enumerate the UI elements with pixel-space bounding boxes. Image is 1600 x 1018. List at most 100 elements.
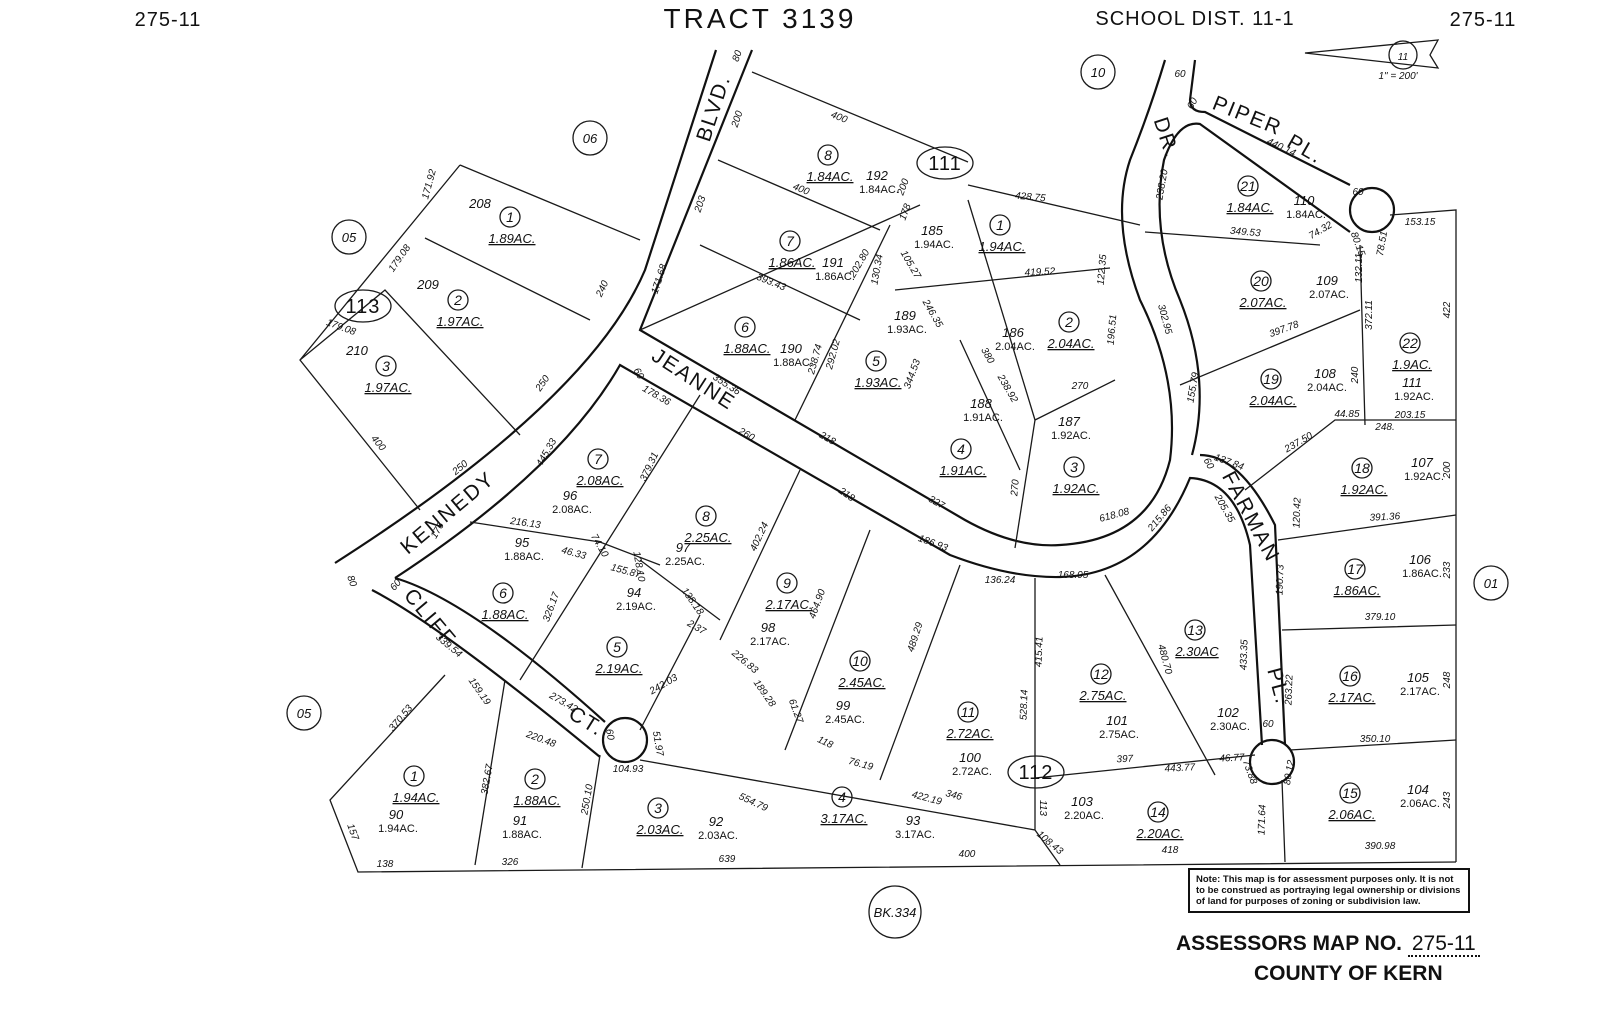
lot-number-circle: [499, 206, 521, 228]
parcel-acreage: 1.84AC.: [859, 184, 899, 196]
parcel-acreage: 2.30AC.: [1210, 721, 1250, 733]
dimension-label: 171.64: [1256, 804, 1268, 835]
dimension-label: 400: [829, 109, 849, 126]
assessors-map-label: ASSESSORS MAP NO.: [1176, 932, 1402, 955]
dimension-label: 237.50: [1282, 430, 1315, 456]
dimension-label: 327: [926, 494, 946, 512]
parcel-acreage: 2.25AC.: [665, 556, 705, 568]
parcel-number: 110: [1294, 193, 1315, 208]
dimension-label: 418: [1162, 845, 1179, 856]
dimension-label: 186.93: [917, 533, 950, 554]
dimension-label: 390.98: [1365, 841, 1396, 852]
dimension-label: 379.31: [638, 451, 661, 483]
dimension-label: 138.18: [679, 586, 706, 618]
lot-number-circle: [695, 505, 717, 527]
parcel-acreage: 2.20AC.: [1064, 810, 1104, 822]
parcel-acreage: 3.17AC.: [895, 829, 935, 841]
lot-number: 14: [1150, 804, 1166, 820]
road-lines: [334, 49, 1396, 786]
block-ellipse: [916, 146, 974, 180]
lot-number: 22: [1401, 335, 1418, 351]
adjacent-map-circle: [1080, 54, 1116, 90]
parcel-acreage: 1.92AC.: [1394, 391, 1434, 403]
lot-acreage: 1.93AC.: [855, 375, 902, 390]
adjacent-map-circle: [1473, 565, 1509, 601]
dimension-label: 372.11: [1364, 300, 1375, 330]
dimension-label: 203: [693, 194, 709, 215]
dimension-label: 80.15: [1348, 231, 1367, 259]
dimension-label: 382.67: [479, 763, 495, 795]
lot-number: 1: [996, 217, 1004, 233]
adjacent-map-circle: [572, 120, 608, 156]
map-number-value: 275-11: [1407, 932, 1480, 957]
dimension-label: 120.42: [1291, 497, 1303, 528]
lot-acreage: 1.97AC.: [365, 380, 412, 395]
street-name: DR.: [1149, 114, 1184, 161]
dimension-label: 489.29: [906, 621, 926, 654]
parcel-number: 102: [1217, 705, 1239, 720]
dimension-label: 74.32: [1307, 220, 1335, 242]
lot-acreage: 1.88AC.: [724, 341, 771, 356]
dimension-label: 80: [731, 49, 745, 64]
north-arrow: [1304, 39, 1440, 70]
lot-number: 21: [1239, 178, 1256, 194]
dimension-label: 250.10: [579, 783, 595, 816]
lot-number-circle: [779, 230, 801, 252]
lot-acreage: 1.94AC.: [393, 790, 440, 805]
dimension-label: 639: [719, 854, 736, 865]
adjacent-map-number: 05: [342, 230, 357, 245]
parcel-acreage: 2.07AC.: [1309, 289, 1349, 301]
lot-number-circle: [1063, 456, 1085, 478]
dimension-label: 157: [344, 822, 360, 842]
dimension-label: 105.27: [898, 249, 923, 281]
dimension-label: 46.33: [560, 545, 587, 562]
block-number: 112: [1019, 762, 1054, 784]
parcel-number: 97: [676, 540, 691, 555]
dimension-label: 233: [1442, 561, 1453, 579]
dimension-label: 238.92: [994, 372, 1020, 405]
dimension-label: 76.19: [847, 756, 874, 773]
dimension-label: 270: [1009, 479, 1022, 498]
dimension-label: 171.68: [650, 263, 670, 296]
dimension-label: 350.10: [1360, 734, 1391, 745]
parcel-acreage: 1.93AC.: [887, 324, 927, 336]
lot-number-circle: [1147, 801, 1169, 823]
lot-number: 2: [1064, 314, 1073, 330]
parcel-acreage: 2.45AC.: [825, 714, 865, 726]
dimension-label: 60: [1201, 456, 1216, 472]
dimension-label: 60: [1262, 719, 1274, 730]
dimension-label: 168.05: [1058, 570, 1089, 581]
lot-number: 1: [506, 209, 514, 225]
lot-number: 5: [613, 639, 621, 655]
dimension-label: 179.08: [387, 243, 414, 275]
block-ellipse: [1007, 755, 1065, 789]
parcel-acreage: 1.88AC.: [504, 551, 544, 563]
lot-number-circle: [776, 572, 798, 594]
parcel-acreage: 1.86AC.: [1402, 568, 1442, 580]
dimension-label: 80: [344, 574, 358, 589]
parcel-acreage: 1.86AC.: [815, 271, 855, 283]
adjacent-map-number: 10: [1091, 65, 1106, 80]
lot-number: 1: [410, 768, 418, 784]
dimension-label: 196.51: [1106, 314, 1120, 345]
lot-number-circle: [1339, 665, 1361, 687]
lot-number: 6: [499, 585, 507, 601]
parcel-number: 94: [627, 585, 641, 600]
dimension-label: 137.84: [1213, 452, 1246, 473]
lot-number-circle: [587, 448, 609, 470]
assessors-map-number: ASSESSORS MAP NO. 275-11: [1176, 932, 1480, 957]
dimension-label: 60: [603, 728, 616, 741]
block-number: 113: [346, 296, 381, 318]
dimension-label: 379.10: [1365, 612, 1396, 623]
dimension-label: 346: [944, 788, 963, 803]
dimension-label: 44.85: [1334, 409, 1359, 420]
dimension-label: 528.14: [1018, 689, 1030, 720]
dimension-label: 250: [450, 458, 471, 478]
adjacent-map-number: BK.334: [874, 905, 917, 920]
dimension-label: 397: [1116, 754, 1134, 766]
lot-acreage: 1.89AC.: [489, 231, 536, 246]
dimension-label: 344.53: [902, 357, 923, 390]
parcel-number: 99: [836, 698, 850, 713]
dimension-label: 189.28: [751, 678, 778, 710]
parcel-number: 101: [1106, 713, 1128, 728]
